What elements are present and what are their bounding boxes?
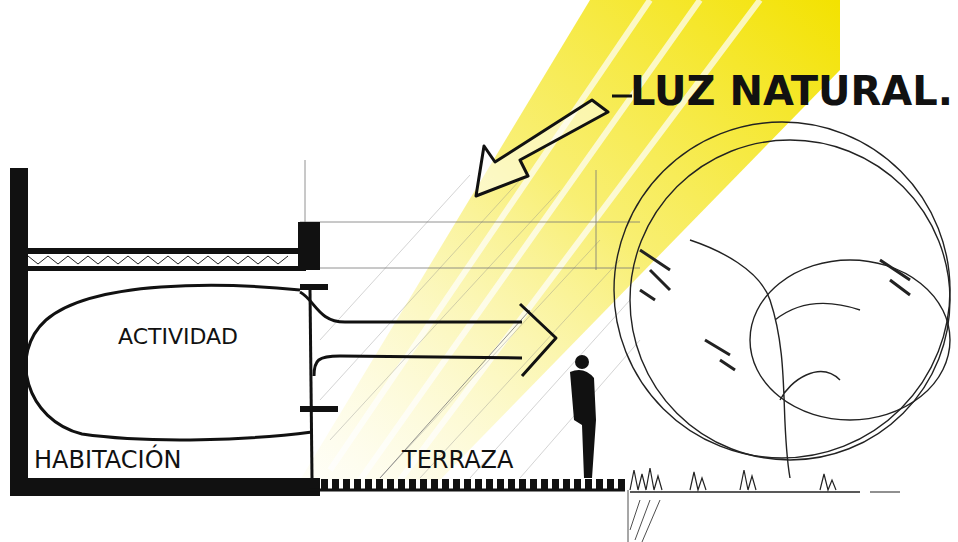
activity-arrow [300,292,556,376]
room-label: HABITACIÓN [34,446,181,474]
person-figure [570,355,596,478]
light-label: LUZ NATURAL. [630,68,953,114]
terrace-label: TERRAZA [402,446,513,474]
blob-outline [22,284,322,442]
hatching [320,175,640,478]
light-arrow [476,96,632,196]
tree [614,122,950,542]
activity-text: ACTIVIDAD [118,324,238,349]
blob-path [26,285,312,440]
construction-lines [300,160,640,478]
building-section [10,168,625,496]
activity-blob: ACTIVIDAD [22,284,322,442]
